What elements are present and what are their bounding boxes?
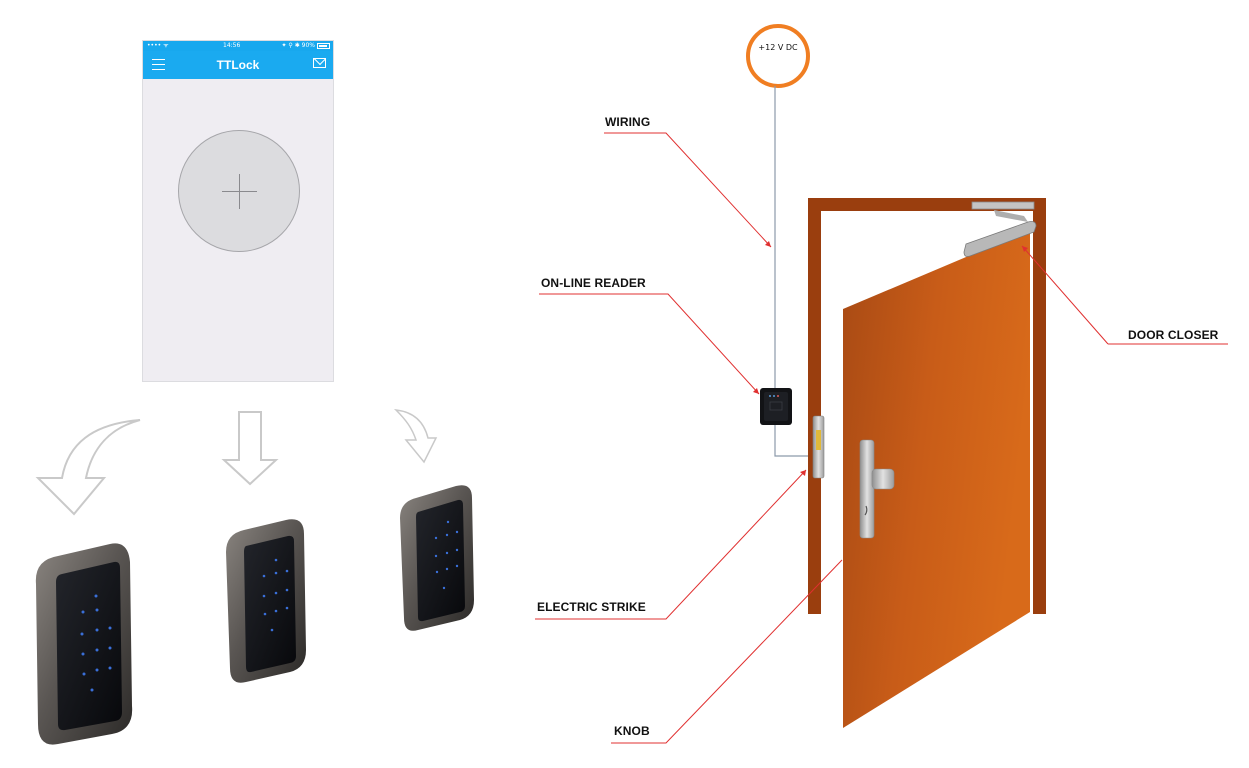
wiring-label: WIRING — [605, 115, 651, 129]
leader-arrowheads — [753, 241, 1028, 476]
phone-screen: •••• ᯤ 14:56 ✦ ⚲ ✱ 90% TTLock — [142, 40, 334, 382]
status-indicators: ✦ ⚲ ✱ 90% — [281, 42, 315, 49]
status-bar: •••• ᯤ 14:56 ✦ ⚲ ✱ 90% — [143, 41, 333, 51]
battery-icon — [317, 43, 330, 49]
online-reader-label: ON-LINE READER — [541, 276, 646, 290]
signal-indicator: •••• ᯤ — [147, 42, 169, 49]
keypad-large — [35, 543, 133, 745]
down-arrow-icon — [221, 411, 279, 486]
door-closer-label: DOOR CLOSER — [1128, 328, 1219, 342]
keypad-medium — [226, 519, 306, 683]
electric-strike-label: ELECTRIC STRIKE — [537, 600, 646, 614]
electric-strike-icon — [812, 415, 825, 479]
mail-icon[interactable] — [313, 58, 326, 68]
menu-icon[interactable] — [152, 59, 165, 70]
app-navbar: TTLock — [143, 51, 333, 79]
leader-lines — [535, 132, 1228, 744]
status-time: 14:56 — [223, 42, 241, 49]
knob-icon — [859, 439, 895, 539]
knob-label: KNOB — [614, 724, 650, 738]
door-leaf — [843, 230, 1030, 728]
app-title: TTLock — [216, 58, 260, 72]
keypad-small — [400, 485, 474, 631]
power-label: +12 V DC — [758, 43, 798, 52]
door-closer-icon — [963, 201, 1037, 257]
power-supply-icon — [746, 24, 810, 88]
add-lock-button[interactable] — [178, 130, 300, 252]
curved-arrow-right-icon — [393, 409, 438, 464]
online-reader-icon — [760, 388, 792, 425]
curved-arrow-left-icon — [35, 419, 141, 516]
